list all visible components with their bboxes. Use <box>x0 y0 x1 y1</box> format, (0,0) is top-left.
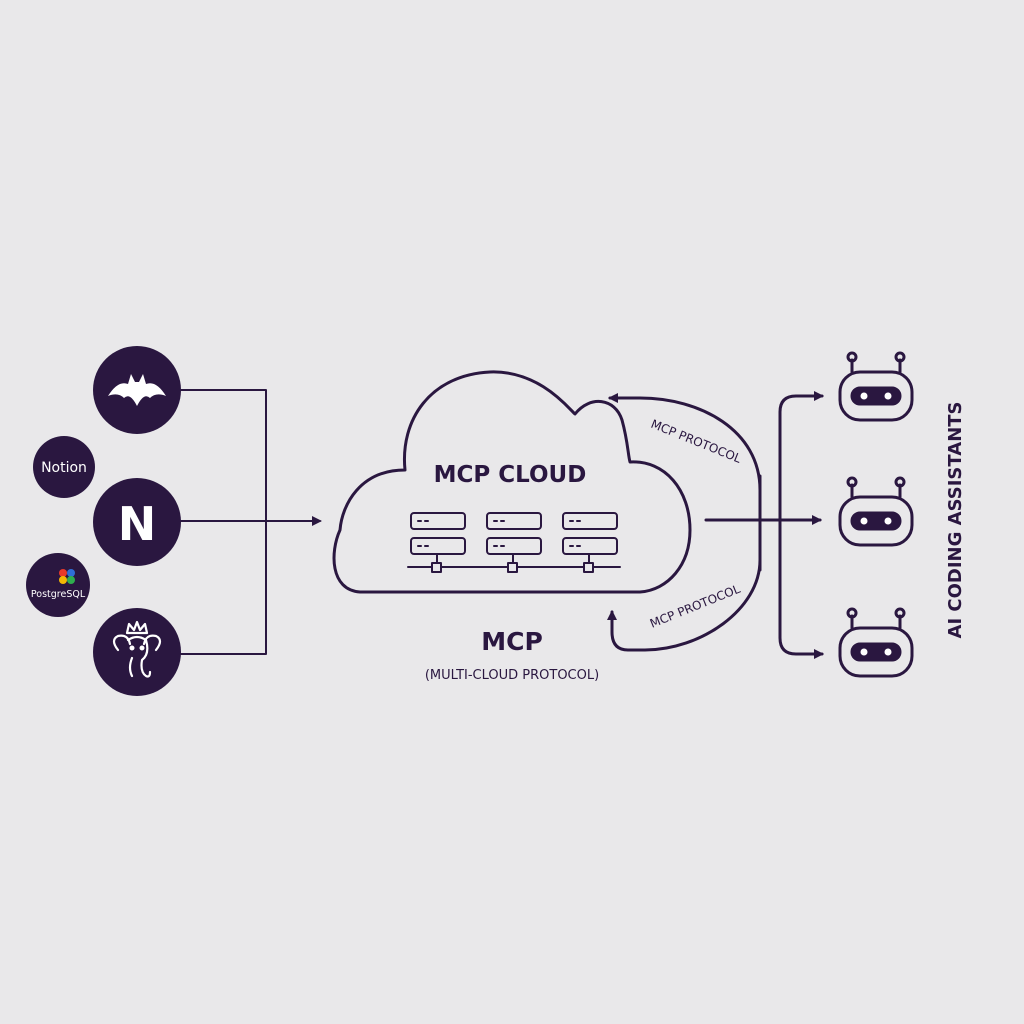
caption-subtitle: (MULTI-CLOUD PROTOCOL) <box>425 668 599 683</box>
server-rack-icon <box>562 512 618 555</box>
source-node-postgresql <box>93 608 181 696</box>
caption-title: MCP <box>481 627 543 656</box>
source-node-bat <box>93 346 181 434</box>
bat-icon <box>108 374 166 406</box>
protocol-label-bottom: MCP PROTOCOL <box>648 582 743 631</box>
protocol-label-top: MCP PROTOCOL <box>649 417 744 466</box>
assistants-label: AI CODING ASSISTANTS <box>945 402 966 639</box>
palette-icon <box>59 569 75 584</box>
source-label-postgresql: PostgreSQL <box>26 553 90 617</box>
postgres-elephant-icon <box>112 620 162 678</box>
source-connectors <box>180 389 322 655</box>
mcp-cloud: MCP CLOUD <box>332 370 692 594</box>
postgresql-label: PostgreSQL <box>31 589 86 600</box>
cloud-title: MCP CLOUD <box>434 462 587 488</box>
protocol-loop: MCP PROTOCOL MCP PROTOCOL <box>607 393 762 652</box>
notion-label: Notion <box>41 460 87 476</box>
robot-head-icon <box>838 351 914 422</box>
cloud-outline <box>332 370 692 594</box>
notion-n-icon: N <box>118 497 157 551</box>
assistant-connectors <box>704 391 824 659</box>
source-node-notion: N <box>93 478 181 566</box>
robot-head-icon <box>838 607 914 678</box>
server-grid <box>407 512 621 573</box>
source-label-notion: Notion <box>33 436 95 498</box>
server-rack-icon <box>410 512 466 555</box>
robot-head-icon <box>838 476 914 547</box>
server-rack-icon <box>486 512 542 555</box>
